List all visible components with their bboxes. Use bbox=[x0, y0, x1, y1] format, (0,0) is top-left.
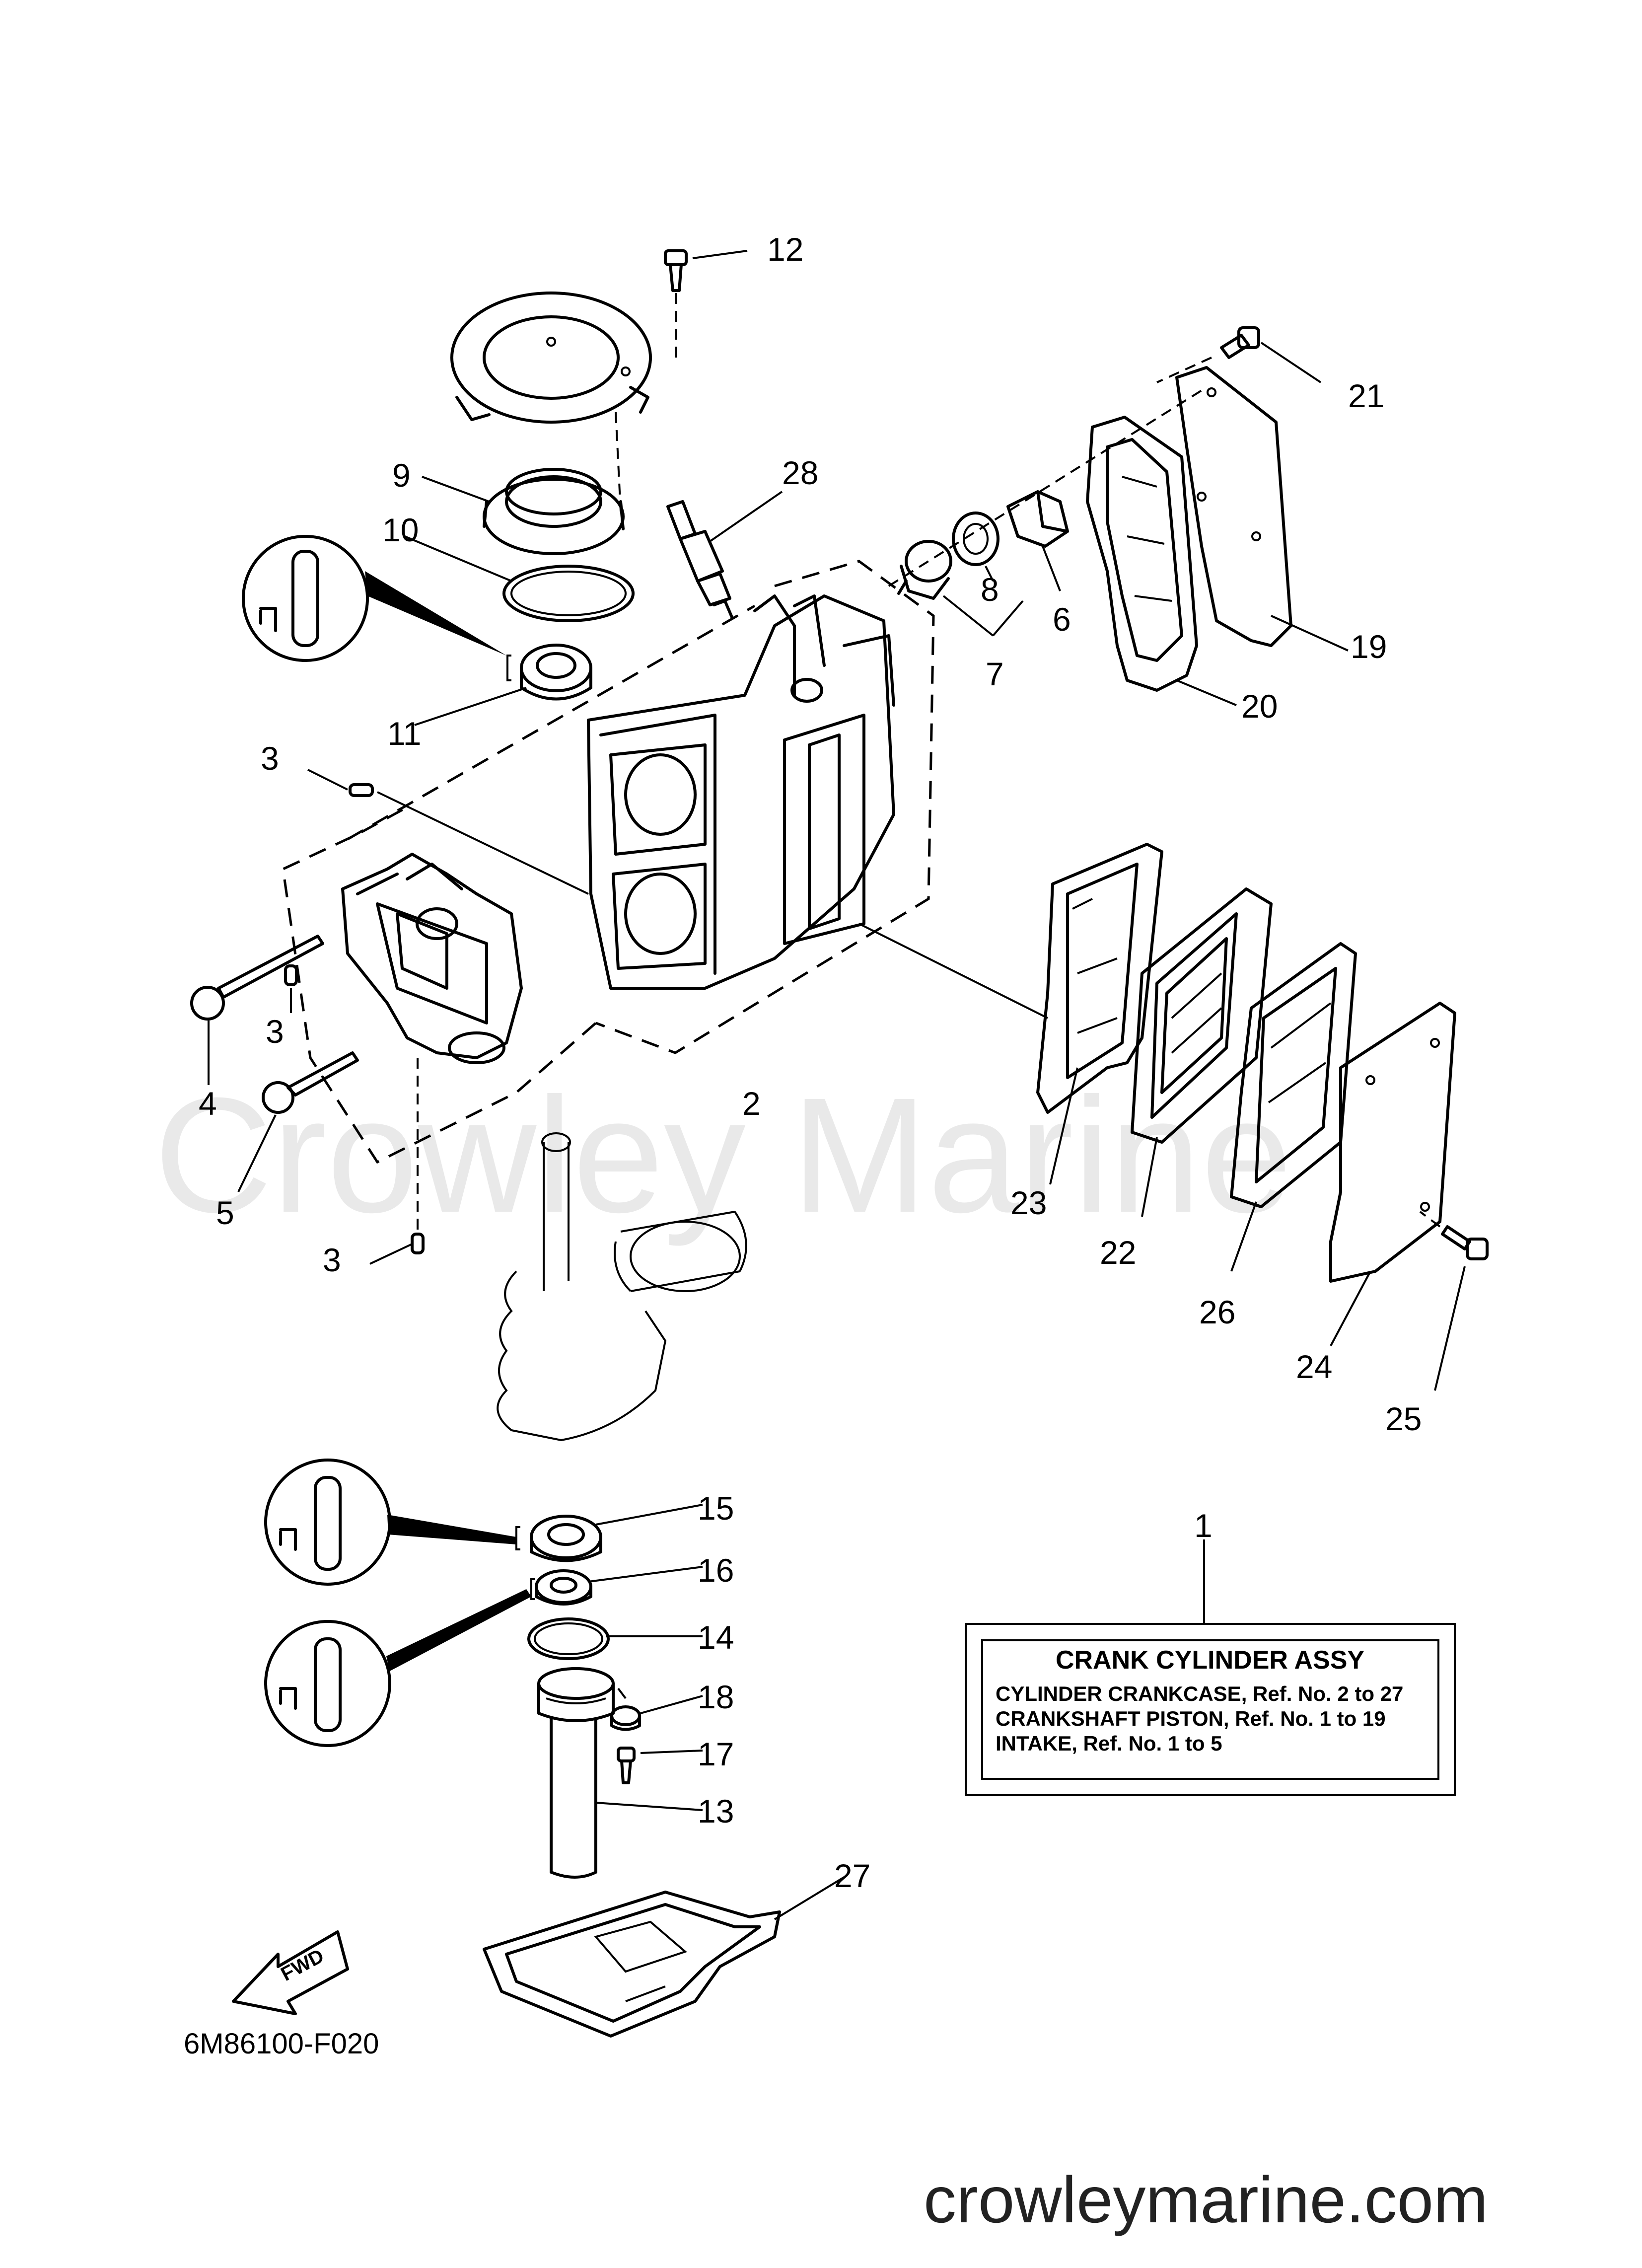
callout-17: 17 bbox=[698, 1736, 734, 1772]
diagram-code: 6M86100-F020 bbox=[184, 2028, 379, 2060]
callout-3b: 3 bbox=[266, 1013, 284, 1050]
o-ring-10 bbox=[404, 535, 635, 622]
info-box-line-1: CYLINDER CRANKCASE, Ref. No. 2 to 27 bbox=[996, 1682, 1403, 1705]
dowel-pin-3c bbox=[369, 1058, 425, 1265]
gasket-23 bbox=[858, 843, 1163, 1185]
callout-3a: 3 bbox=[261, 740, 279, 777]
cover-19 bbox=[1175, 366, 1349, 652]
oil-seal-15 bbox=[515, 1504, 703, 1562]
callout-20: 20 bbox=[1241, 688, 1278, 725]
gasket-27 bbox=[483, 1876, 845, 2038]
callout-2: 2 bbox=[742, 1085, 761, 1122]
oil-seal-11 bbox=[414, 644, 592, 726]
oil-pipe-13 bbox=[537, 1667, 703, 1879]
oil-seal-16 bbox=[530, 1566, 703, 1606]
o-ring-14 bbox=[527, 1617, 703, 1660]
bolt-21 bbox=[1156, 326, 1322, 383]
gasket-26 bbox=[1230, 942, 1357, 1272]
crankshaft-phantom bbox=[497, 1132, 747, 1442]
callout-5: 5 bbox=[216, 1194, 234, 1231]
washer-18 bbox=[610, 1687, 703, 1731]
callout-11: 11 bbox=[387, 715, 422, 752]
fwd-arrow-icon: FWD bbox=[232, 1930, 349, 2015]
bolt-5 bbox=[237, 1051, 359, 1192]
info-box-title: CRANK CYLINDER ASSY bbox=[1056, 1646, 1364, 1675]
callout-16: 16 bbox=[698, 1552, 734, 1589]
callout-23: 23 bbox=[1010, 1184, 1047, 1221]
grease-detail-upper bbox=[242, 535, 506, 662]
callout-7: 7 bbox=[986, 656, 1004, 692]
callout-10: 10 bbox=[382, 512, 419, 548]
info-box-line-2: CRANKSHAFT PISTON, Ref. No. 1 to 19 bbox=[996, 1707, 1386, 1730]
callout-labels: 12 21 28 9 10 8 6 19 7 20 11 3 3 4 2 5 2… bbox=[199, 231, 1422, 1894]
callout-12: 12 bbox=[767, 231, 803, 268]
callout-26: 26 bbox=[1199, 1294, 1235, 1330]
callout-6: 6 bbox=[1053, 601, 1071, 638]
bolt-25 bbox=[1419, 1211, 1489, 1391]
callout-8: 8 bbox=[981, 571, 999, 608]
cylinder-block bbox=[282, 560, 935, 1164]
website-text: crowleymarine.com bbox=[924, 2163, 1488, 2236]
reed-valve-22 bbox=[1131, 887, 1273, 1217]
cover-6 bbox=[1006, 490, 1069, 591]
thermostat-7 bbox=[888, 386, 1208, 637]
watermark: Crowley Marine bbox=[154, 1063, 1292, 1247]
bearing-housing-plate bbox=[450, 292, 652, 424]
gasket-20 bbox=[1086, 416, 1237, 706]
callout-13: 13 bbox=[698, 1793, 734, 1829]
grease-detail-lower bbox=[264, 1589, 531, 1747]
gasket-8 bbox=[952, 512, 999, 582]
callout-4: 4 bbox=[199, 1085, 217, 1122]
callout-27: 27 bbox=[834, 1857, 870, 1894]
callout-19: 19 bbox=[1351, 628, 1387, 665]
info-box: CRANK CYLINDER ASSY CYLINDER CRANKCASE, … bbox=[965, 1539, 1456, 1796]
spark-plug-28 bbox=[666, 491, 783, 620]
seal-housing-9 bbox=[422, 412, 625, 555]
callout-15: 15 bbox=[698, 1490, 734, 1527]
callout-3c: 3 bbox=[323, 1242, 341, 1278]
callout-28: 28 bbox=[782, 454, 818, 491]
callout-9: 9 bbox=[392, 457, 411, 494]
bolt-12 bbox=[664, 249, 748, 358]
callout-24: 24 bbox=[1296, 1348, 1332, 1385]
callout-21: 21 bbox=[1348, 377, 1384, 414]
callout-25: 25 bbox=[1385, 1400, 1422, 1437]
grease-detail-mid bbox=[264, 1459, 516, 1586]
callout-22: 22 bbox=[1100, 1234, 1136, 1271]
callout-18: 18 bbox=[698, 1679, 734, 1715]
dowel-pin-3b bbox=[284, 964, 298, 1013]
cover-24 bbox=[1329, 1002, 1456, 1346]
info-box-line-3: INTAKE, Ref. No. 1 to 5 bbox=[996, 1732, 1222, 1755]
dowel-pin-3a bbox=[307, 769, 589, 895]
crankcase-half bbox=[341, 853, 523, 1064]
bolt-4 bbox=[190, 935, 324, 1085]
callout-14: 14 bbox=[698, 1619, 734, 1656]
screw-17 bbox=[617, 1747, 703, 1784]
callout-1: 1 bbox=[1194, 1507, 1213, 1544]
